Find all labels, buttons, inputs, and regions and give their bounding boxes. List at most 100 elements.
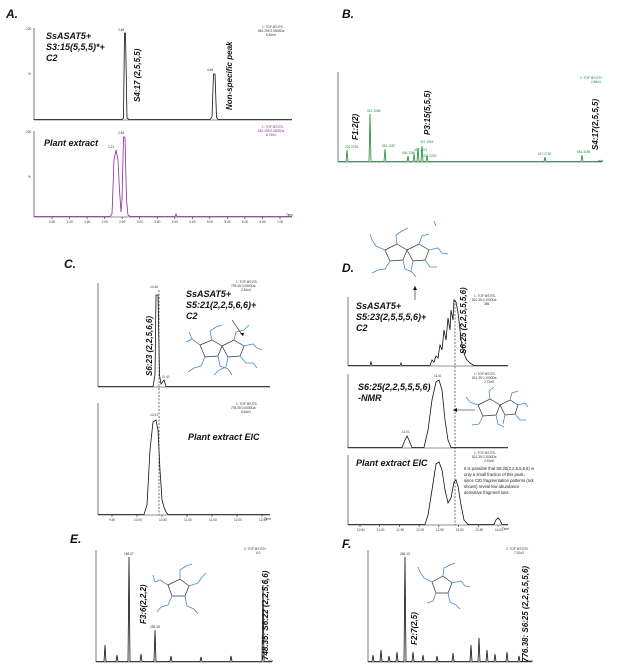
enzyme-annotation-1: SsASAT5+ xyxy=(186,289,232,299)
chromatogram-trace xyxy=(34,136,292,217)
peak-mz: 226.0753 xyxy=(345,145,359,149)
note-line: only a small fraction of this peak, xyxy=(464,472,525,477)
x-tick-label: 11.50 xyxy=(396,528,404,532)
plant-extract-annotation: Plant extract xyxy=(44,138,99,148)
panel-a-top-chromatogram: 100 % 2.48 4.56 SsASAT5+ S3:15(5,5,5)*+ … xyxy=(26,25,292,121)
enzyme-annotation-3: C2 xyxy=(186,311,198,321)
header-1: 1: TOF MS ES- xyxy=(236,402,258,406)
x-tick-label: 5.50 xyxy=(224,220,230,224)
x-tick-label: 10.50 xyxy=(159,518,167,522)
header-3: 6.40e4 xyxy=(266,33,276,37)
header-3: 2.40e4 xyxy=(241,288,251,292)
peak-rt: 10.46 xyxy=(150,285,158,289)
product-label: S6:23 (2,2,5,6,6) xyxy=(145,316,154,376)
x-tick-label: 13.00 xyxy=(456,528,464,532)
minor-rt: 11.41 xyxy=(162,375,170,379)
header-2: 2.86e3 xyxy=(591,80,601,84)
plant-extract-annotation: Plant extract EIC xyxy=(188,432,260,442)
fragment-label: F2:7(2,5) xyxy=(410,612,419,645)
ytick-100: 100 xyxy=(26,27,32,31)
chromatogram-trace xyxy=(348,461,508,525)
header-3: 2.73e5 xyxy=(484,380,494,384)
peak1-rt: 2.48 xyxy=(118,28,124,32)
header-1: 1: TOF MS ES- xyxy=(474,294,496,298)
x-tick-label: 2.00 xyxy=(102,220,108,224)
ytick-percent: % xyxy=(28,175,31,179)
x-tick-label: 10.00 xyxy=(134,518,142,522)
peak-rt: 11.41 xyxy=(434,374,442,378)
x-tick-label: 5.00 xyxy=(207,220,213,224)
header-1: 1: TOF MS ES- xyxy=(262,125,284,129)
x-tick-label: 12.00 xyxy=(234,518,242,522)
molecule-structure-icon xyxy=(369,220,449,278)
peak-mz: 312.1048 xyxy=(367,109,381,113)
mass-spectrum-trace xyxy=(96,556,272,662)
x-tick-label: 11.50 xyxy=(209,518,217,522)
x-tick-label: 12.50 xyxy=(259,518,267,522)
header-3: 385 xyxy=(484,302,490,306)
peak2-rt: 4.56 xyxy=(207,68,213,72)
precursor-label: 776.38: S6:25 (2,2,5,5,5,6) xyxy=(521,566,530,662)
arrow-head xyxy=(413,286,417,290)
header-1: 1: TOF MS ES- xyxy=(236,280,258,284)
x-axis-label: m/z xyxy=(528,659,534,663)
header-2: 7.20e3 xyxy=(514,551,524,555)
header-1: 2: TOF MS ES+ xyxy=(244,547,267,551)
mass-spectrum-trace xyxy=(368,556,532,662)
peak-rt: 10.31 xyxy=(150,413,158,417)
panel-c-bottom-chromatogram: 10.31 Plant extract EIC 1: TOF MS ES- 79… xyxy=(97,402,271,522)
fragment-label: F1:2(2) xyxy=(351,113,360,140)
enzyme-annotation-1: SsASAT5+ xyxy=(46,31,92,41)
x-axis-label: m/z xyxy=(268,659,274,663)
x-tick-label: 6.00 xyxy=(242,220,248,224)
peak-mz: 256.08 xyxy=(150,625,160,629)
x-tick-label: 0.50 xyxy=(49,220,55,224)
peak-rt1: 2.21 xyxy=(108,145,114,149)
enzyme-annotation-3: C2 xyxy=(46,53,58,63)
panel-a: A. 100 % 2.48 4.56 SsASAT5+ S3:15(5,5,5)… xyxy=(5,7,293,224)
x-tick-label: 12.50 xyxy=(436,528,444,532)
panel-a-label: A. xyxy=(5,7,18,21)
header-3: 8.64e4 xyxy=(241,410,251,414)
enzyme-annotation-2: S5:23(2,5,5,5,6)+ xyxy=(356,312,427,322)
panel-d-label: D. xyxy=(342,261,354,275)
header-1: 1: TOF MS ES- xyxy=(262,25,284,29)
x-tick-label: 4.00 xyxy=(172,220,178,224)
panel-c: C. 10.46 11.41 S6:23 (2,2,5,6,6) SsASAT5… xyxy=(64,257,271,522)
nmr-annotation-2: -NMR xyxy=(358,393,382,403)
molecule-structure-icon xyxy=(417,562,471,610)
peak2-label: Non-specific peak xyxy=(225,41,234,110)
panel-d-middle-chromatogram: 11.41 11.01 S6:25(2,2,5,5,5,6) -NMR 1: T… xyxy=(347,372,529,449)
header-1: 1: TOF MS ES- xyxy=(474,451,496,455)
peak-mz: 266.13 xyxy=(400,552,410,556)
enzyme-annotation-2: S5:21(2,2,5,6,6)+ xyxy=(186,300,257,310)
chromatogram-trace xyxy=(34,32,292,120)
header-2: 661.295 0.0500Da xyxy=(258,129,284,133)
ytick-percent: % xyxy=(28,72,31,76)
x-tick-label: 10.50 xyxy=(357,528,365,532)
chromatogram-trace xyxy=(348,299,508,366)
header-2: 821.35 0.1000Da xyxy=(472,376,497,380)
panel-d-bottom-chromatogram: Plant extract EIC 1: TOF MS ES- 821.35 0… xyxy=(347,451,534,532)
x-tick-label: 1.00 xyxy=(67,220,73,224)
header-2: 821.35 0.1000Da xyxy=(472,455,497,459)
panel-f-label: F. xyxy=(342,537,351,551)
molecule-structure-icon xyxy=(465,386,529,428)
panel-e-label: E. xyxy=(70,532,81,546)
panel-c-top-chromatogram: 10.46 11.41 S6:23 (2,2,5,6,6) SsASAT5+ S… xyxy=(97,280,270,388)
x-axis-label: Time xyxy=(264,517,271,521)
fragment-label: S4:17(2,5,5,5) xyxy=(591,99,600,150)
fragment-label: P3:15(5,5,5) xyxy=(423,90,432,135)
peak-mz: 417.2071 xyxy=(414,148,428,152)
panel-f: F. 266.13 F2:7(2,5) 776.38: S6:25 (2,2,5… xyxy=(342,537,534,663)
x-tick-label: 9.50 xyxy=(109,518,115,522)
x-axis-label: Time xyxy=(502,527,509,531)
precursor-label: 748.35: S6:22 (2,2,5,6,6) xyxy=(261,570,270,660)
enzyme-annotation-1: SsASAT5+ xyxy=(356,301,402,311)
x-tick-label: 13.50 xyxy=(475,528,483,532)
nmr-annotation-1: S6:25(2,2,5,5,5,6) xyxy=(358,382,431,392)
x-axis-label: m/z xyxy=(598,159,604,163)
